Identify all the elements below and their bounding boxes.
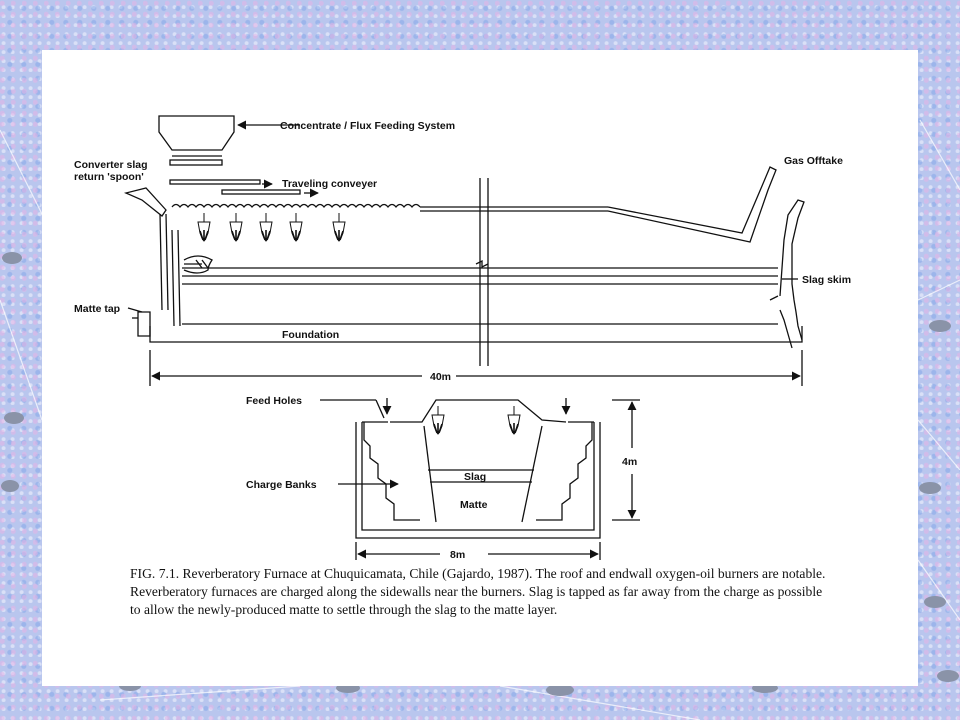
label-charge-banks: Charge Banks <box>246 479 317 491</box>
label-slag: Slag <box>464 471 486 483</box>
label-foundation: Foundation <box>282 329 339 341</box>
feed-hopper-shape <box>158 115 235 151</box>
label-feed-holes: Feed Holes <box>246 395 302 407</box>
label-converter-slag-2: return 'spoon' <box>74 171 144 183</box>
label-matte-tap: Matte tap <box>74 303 120 315</box>
label-length-40m: 40m <box>430 371 451 383</box>
label-gas-offtake: Gas Offtake <box>784 155 843 167</box>
label-converter-slag-1: Converter slag <box>74 159 148 171</box>
label-concentrate-feed: Concentrate / Flux Feeding System <box>280 120 455 132</box>
label-width-8m: 8m <box>450 549 465 561</box>
label-height-4m: 4m <box>622 456 637 468</box>
figure-caption: FIG. 7.1. Reverberatory Furnace at Chuqu… <box>130 566 826 617</box>
slide-panel: Concentrate / Flux Feeding System Conver… <box>42 50 918 686</box>
furnace-diagram: Concentrate / Flux Feeding System Conver… <box>74 115 851 561</box>
label-traveling-conveyer: Traveling conveyer <box>282 178 377 190</box>
label-slag-skim: Slag skim <box>802 274 851 286</box>
label-matte: Matte <box>460 499 488 511</box>
